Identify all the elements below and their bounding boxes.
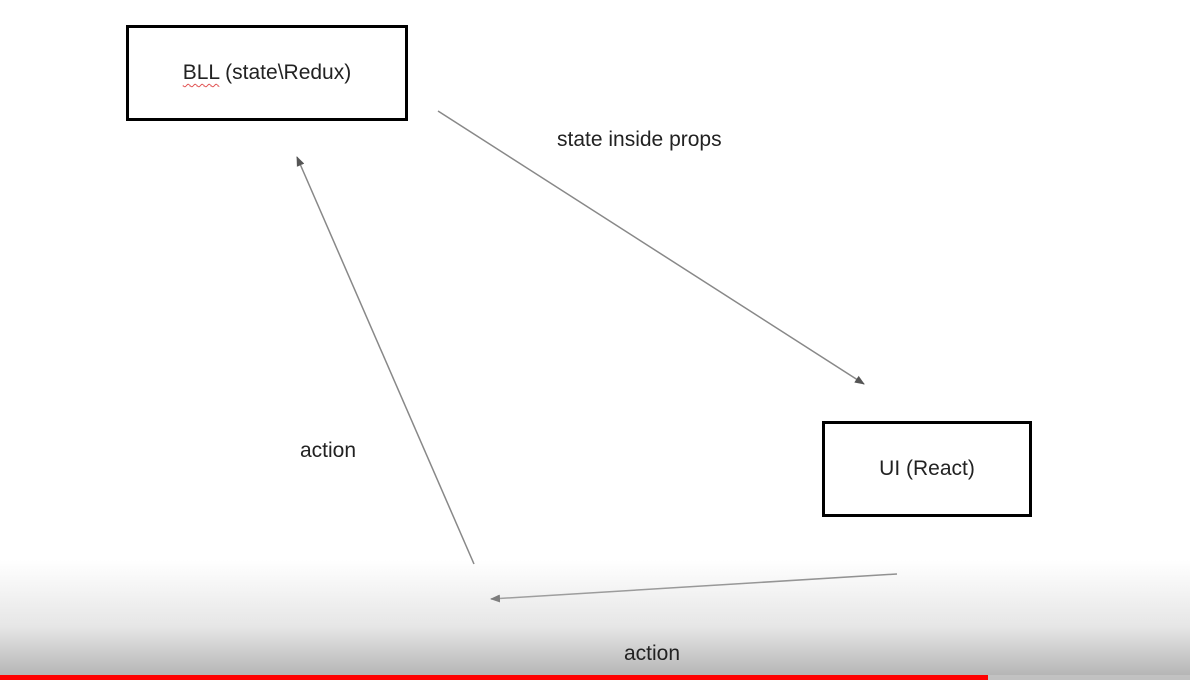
arrow-ui-to-action (490, 573, 898, 603)
arrow-action-to-bll (296, 156, 475, 565)
video-progress-fill (0, 675, 988, 680)
edge-label-action-bottom: action (624, 642, 681, 665)
edge-label-action-left: action (300, 439, 357, 462)
arrow-bll-to-ui (437, 110, 865, 385)
ui-box-label: UI (React) (879, 457, 975, 480)
bll-state-redux-box: BLL (state\Redux) (126, 25, 408, 121)
bll-box-label-rest: (state\Redux) (219, 61, 352, 84)
bll-spellcheck-word: BLL (182, 61, 220, 84)
video-progress-bar[interactable] (0, 675, 1190, 680)
edge-label-state-inside-props: state inside props (557, 128, 722, 151)
ui-react-box: UI (React) (822, 421, 1032, 517)
bll-box-label: BLL (state\Redux) (183, 61, 351, 85)
